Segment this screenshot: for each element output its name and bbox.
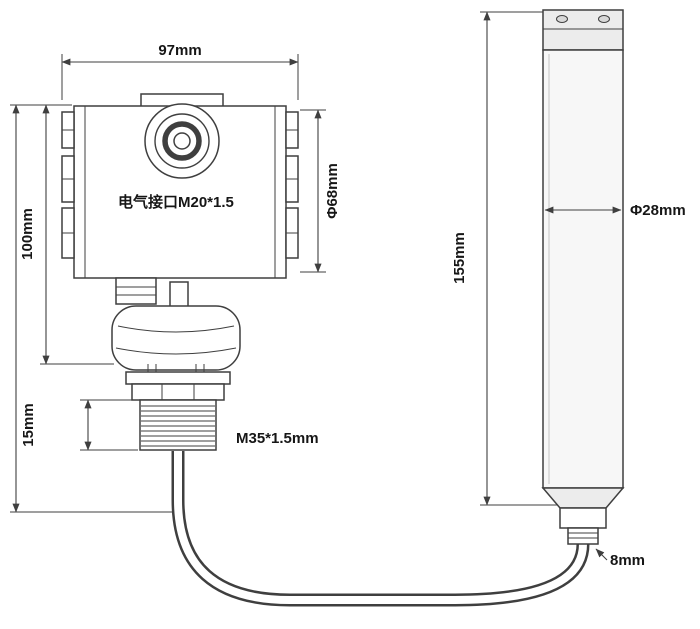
cable-diameter-label: 8mm: [610, 552, 645, 569]
transmitter-housing: 电气接口M20*1.5 M35*1.5mm: [61, 93, 319, 451]
housing-height-label: 100mm: [19, 208, 36, 260]
flange-bolts: [147, 364, 205, 372]
cable-gland: [567, 527, 599, 545]
terminal-bracket: [115, 277, 189, 309]
dim-cable-diameter: 8mm: [595, 548, 645, 569]
probe-top-cap: [542, 9, 624, 51]
dim-thread-height: 15mm: [20, 399, 138, 451]
electrical-entry-port: [144, 103, 220, 179]
housing-width-label: 97mm: [158, 42, 201, 59]
dim-housing-width: 97mm: [61, 42, 299, 100]
probe-diameter-label: Φ28mm: [630, 202, 686, 219]
port-ring: [162, 121, 202, 161]
probe-length-label: 155mm: [451, 232, 468, 284]
dim-probe-length: 155mm: [451, 11, 560, 506]
hex-nut: [131, 383, 225, 401]
flange-plate: [125, 371, 231, 385]
probe-vent-hole-left: [556, 15, 568, 23]
mounting-thread: [139, 399, 217, 451]
probe-neck: [559, 507, 607, 529]
probe-body: [542, 49, 624, 489]
housing-left-fins: [61, 111, 75, 259]
probe: Φ28mm: [541, 9, 686, 545]
dim-probe-diameter: Φ28mm: [544, 202, 686, 219]
dim-housing-height: 100mm: [10, 104, 172, 513]
cable: [171, 451, 590, 607]
mount-thread-label: M35*1.5mm: [236, 430, 319, 447]
electrical-interface-label: 电气接口M20*1.5: [118, 193, 234, 211]
housing-diameter-label: Φ68mm: [324, 163, 341, 219]
process-fitting: [111, 305, 241, 371]
housing-right-fins: [285, 111, 299, 259]
cable-path: [171, 451, 590, 607]
thread-height-label: 15mm: [20, 403, 37, 446]
dim-housing-diameter: Φ68mm: [300, 109, 341, 273]
probe-vent-hole-right: [598, 15, 610, 23]
port-inner-circle: [173, 132, 191, 150]
